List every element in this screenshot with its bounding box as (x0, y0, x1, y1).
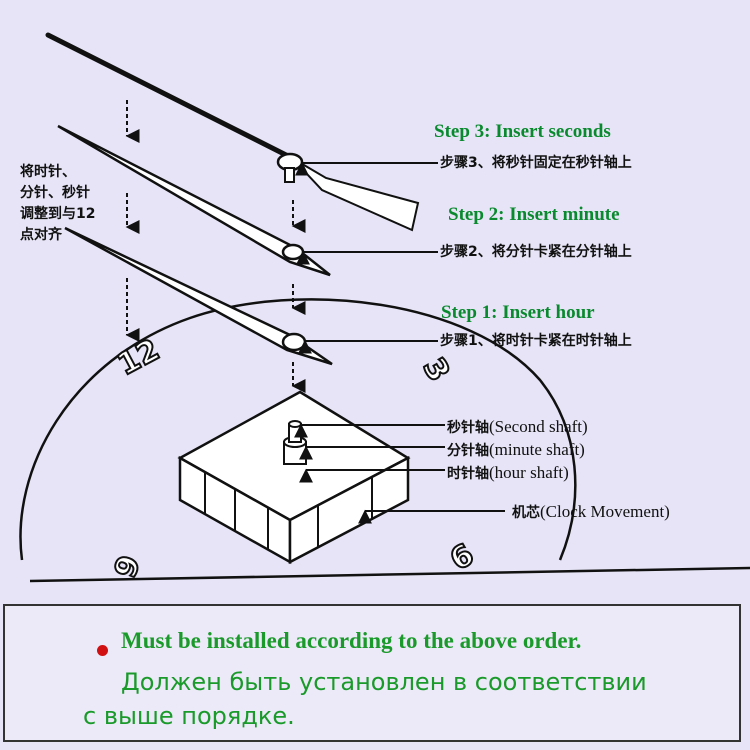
step-3-title: Step 3: Insert seconds (434, 121, 611, 142)
notice-russian-line-2: с выше порядке. (83, 702, 295, 730)
alignment-note-line: 分针、秒针 (20, 185, 90, 201)
part-label-second-shaft: 秒针轴(Second shaft) (447, 418, 588, 436)
clock-dial-outline (19, 298, 577, 561)
alignment-note: 将时针、 分针、秒针 调整到与12 点对齐 (20, 162, 95, 246)
install-order-notice: Must be installed according to the above… (3, 604, 741, 742)
part-chinese: 分针轴 (447, 443, 489, 459)
hour-hand (64, 226, 333, 366)
alignment-note-line: 将时针、 (20, 164, 76, 180)
notice-russian-line-1: Должен быть установлен в соответствии (121, 668, 647, 696)
part-label-hour-shaft: 时针轴(hour shaft) (447, 464, 569, 482)
step-2-title: Step 2: Insert minute (448, 204, 620, 225)
bullet-dot (97, 645, 108, 656)
step-1-chinese: 步骤1、将时针卡紧在时针轴上 (440, 333, 632, 349)
alignment-note-line: 点对齐 (20, 227, 62, 243)
part-label-clock-movement: 机芯(Clock Movement) (512, 503, 670, 521)
part-chinese: 时针轴 (447, 466, 489, 482)
part-english: (Second shaft) (489, 417, 588, 436)
step-2-chinese: 步骤2、将分针卡紧在分针轴上 (440, 244, 632, 260)
base-line (29, 566, 750, 583)
part-label-minute-shaft: 分针轴(minute shaft) (447, 441, 585, 459)
notice-english: Must be installed according to the above… (121, 628, 582, 653)
minute-hand (57, 124, 331, 277)
part-chinese: 机芯 (512, 505, 540, 521)
clock-movement-box (177, 390, 411, 565)
alignment-note-line: 调整到与12 (20, 206, 96, 222)
part-english: (Clock Movement) (540, 502, 670, 521)
second-hand (45, 32, 420, 232)
part-english: (hour shaft) (489, 463, 569, 482)
step-1-title: Step 1: Insert hour (441, 302, 595, 323)
part-english: (minute shaft) (489, 440, 585, 459)
step-3-chinese: 步骤3、将秒针固定在秒针轴上 (440, 155, 632, 171)
part-chinese: 秒针轴 (447, 420, 489, 436)
